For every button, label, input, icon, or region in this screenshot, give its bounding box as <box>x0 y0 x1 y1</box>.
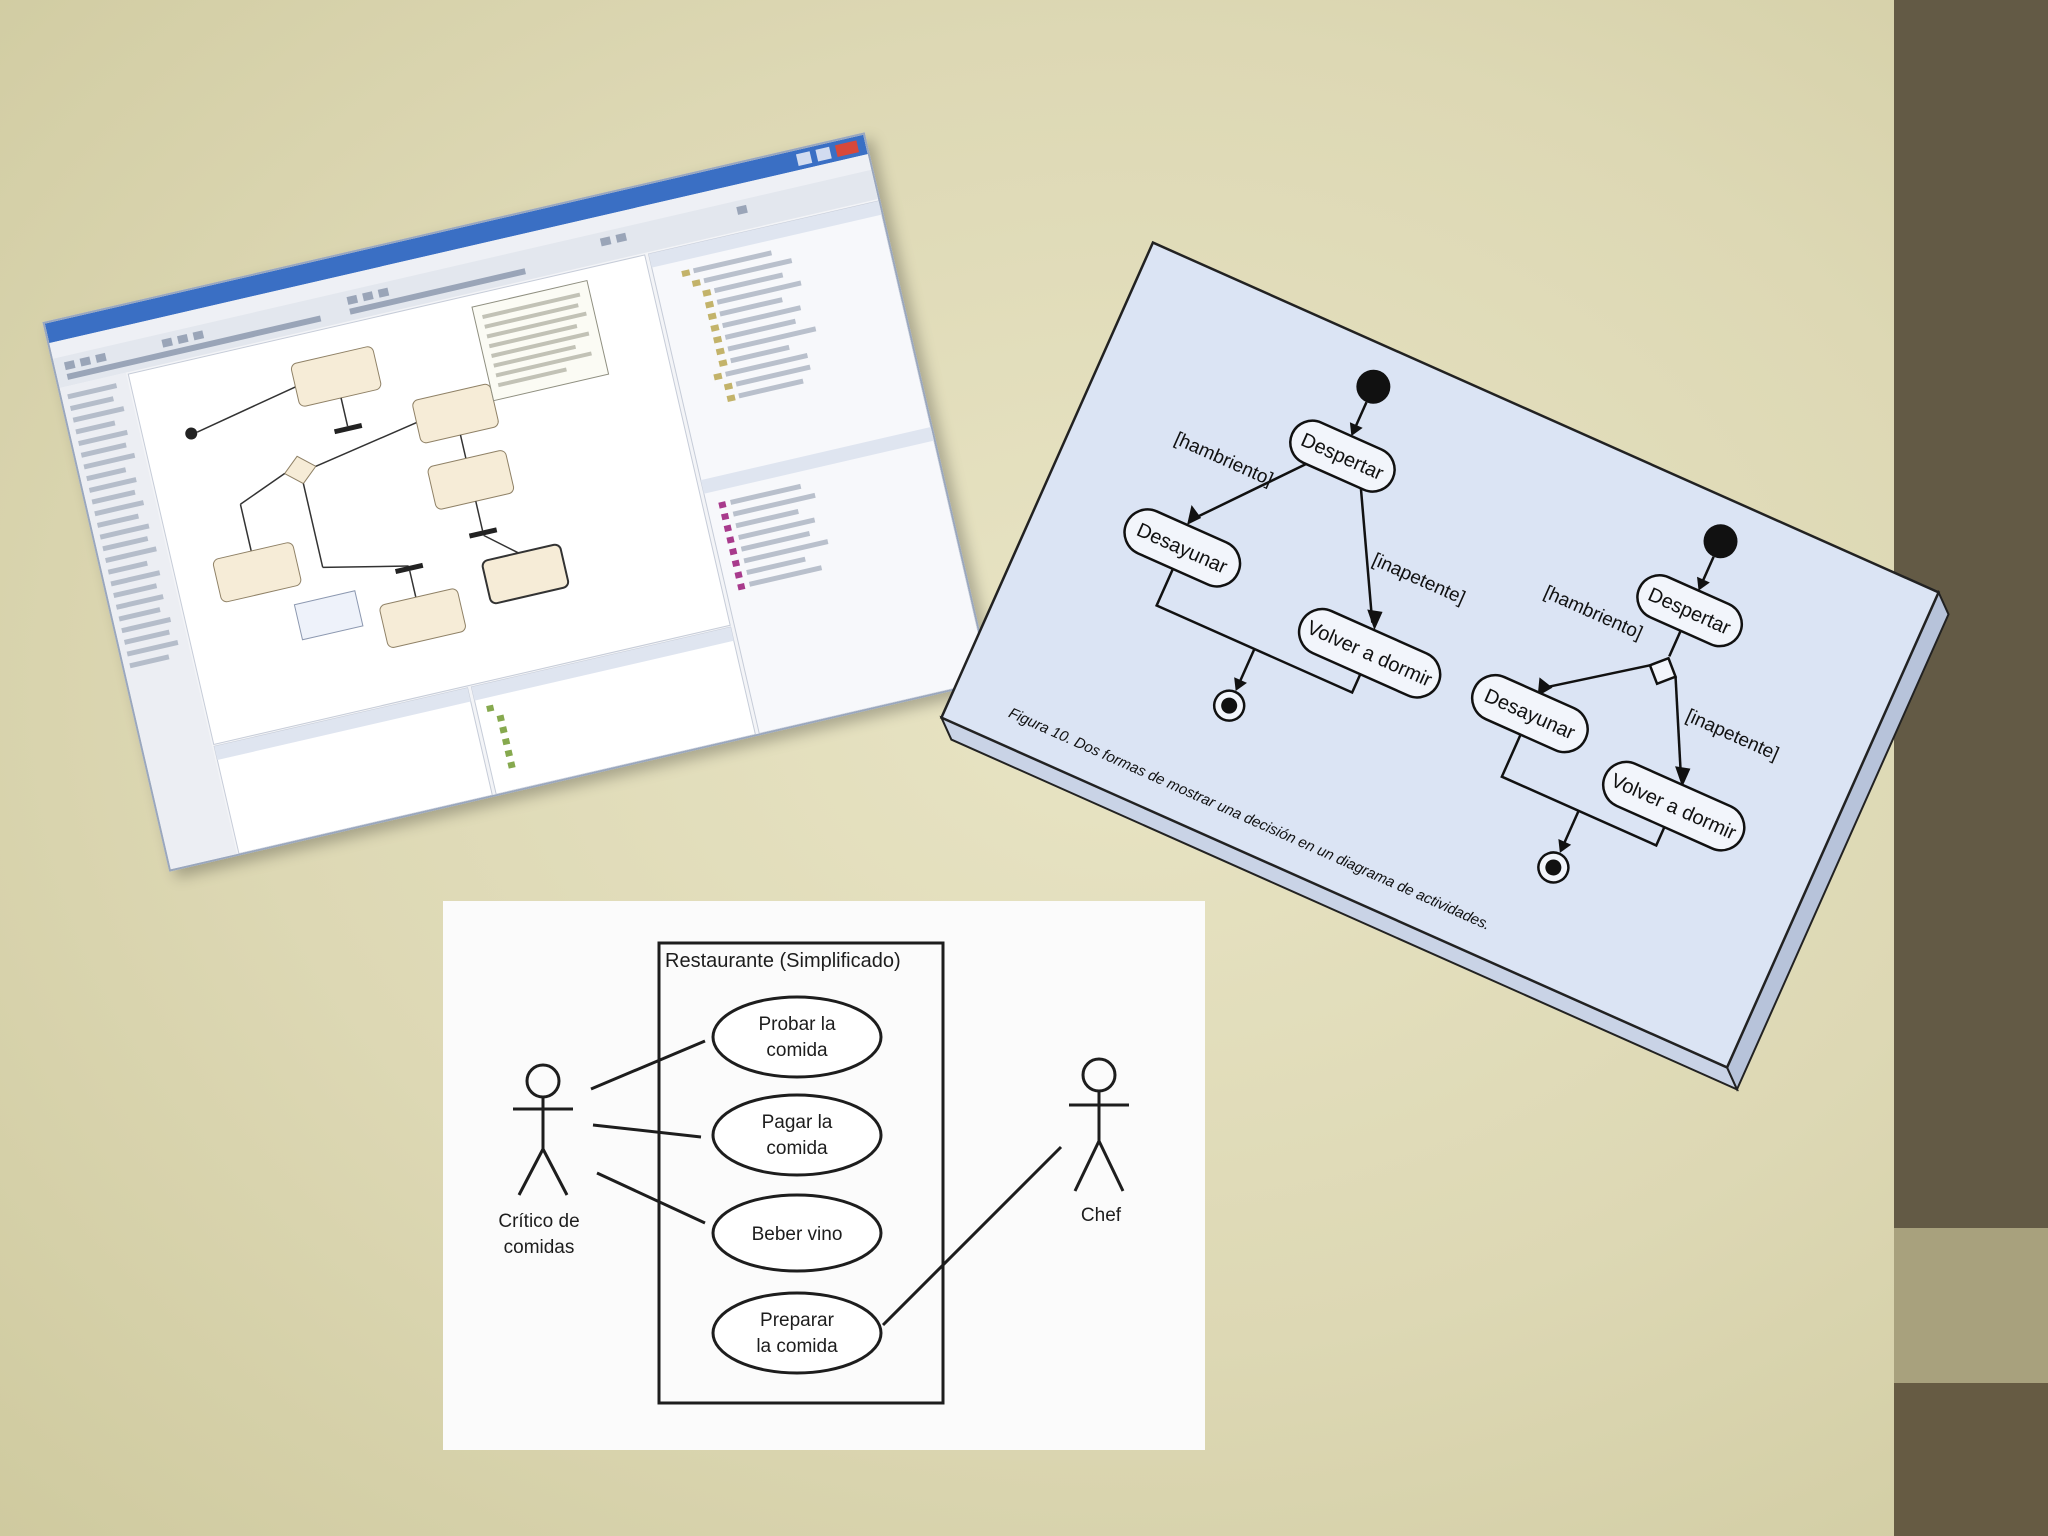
use-case-2-line2: comida <box>766 1138 828 1159</box>
use-case-pagar <box>711 1093 883 1177</box>
initial-node-icon <box>1356 369 1391 404</box>
system-boundary <box>657 941 945 1405</box>
use-case-4-line2: la comida <box>756 1336 838 1357</box>
uml-tool-screenshot-graphic <box>44 134 990 870</box>
use-case-preparar <box>711 1291 883 1375</box>
actor-chef-icon <box>1069 1057 1129 1192</box>
use-case-2-line1: Pagar la <box>762 1112 833 1133</box>
sidebar-band-mid <box>1894 1228 2048 1383</box>
system-title: Restaurante (Simplificado) <box>665 950 901 972</box>
activity-card-face <box>939 240 1941 1070</box>
actor-critic-line2: comidas <box>504 1237 575 1258</box>
actor-critic-line1: Crítico de <box>498 1211 579 1232</box>
use-case-diagram: Restaurante (Simplificado) Probar la com… <box>443 901 1205 1450</box>
use-case-beber <box>711 1193 883 1273</box>
use-case-4-line1: Preparar <box>760 1310 835 1331</box>
use-case-1-line2: comida <box>766 1040 828 1061</box>
use-case-3-line1: Beber vino <box>752 1224 843 1245</box>
decision-node-icon <box>1648 656 1678 686</box>
uml-tool-screenshot <box>42 132 992 872</box>
initial-node-icon-right <box>1703 524 1738 559</box>
use-case-1-line1: Probar la <box>758 1014 836 1035</box>
actor-chef-label: Chef <box>1081 1205 1122 1226</box>
sidebar-band-low <box>1894 1383 2048 1536</box>
use-case-probar <box>711 995 883 1079</box>
actor-critic-icon <box>513 1063 573 1196</box>
